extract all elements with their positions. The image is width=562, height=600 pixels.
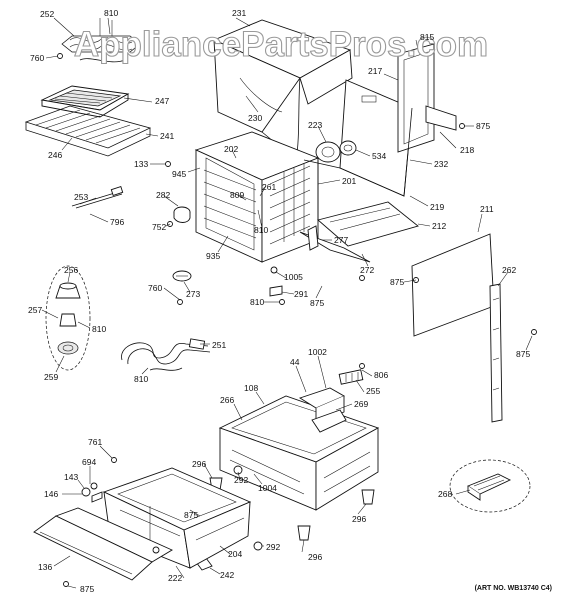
label-108[interactable]: 108: [244, 383, 258, 393]
label-268[interactable]: 268: [438, 489, 452, 499]
label-231[interactable]: 231: [232, 8, 246, 18]
label-217[interactable]: 217: [368, 66, 382, 76]
art-number: (ART NO. WB13740 C4): [475, 585, 552, 592]
burner-box-part[interactable]: [218, 387, 380, 511]
label-292-b[interactable]: 292: [266, 542, 280, 552]
label-252[interactable]: 252: [40, 9, 54, 19]
label-136[interactable]: 136: [38, 562, 52, 572]
label-269[interactable]: 269: [354, 399, 368, 409]
label-246[interactable]: 246: [48, 150, 62, 160]
label-257[interactable]: 257: [28, 305, 42, 315]
label-223[interactable]: 223: [308, 120, 322, 130]
label-875-f[interactable]: 875: [80, 584, 94, 594]
label-261[interactable]: 261: [262, 182, 276, 192]
back-panel-part[interactable]: [411, 233, 495, 337]
label-694[interactable]: 694: [82, 457, 96, 467]
label-806[interactable]: 806: [374, 370, 388, 380]
label-945[interactable]: 945: [172, 169, 186, 179]
label-296-b[interactable]: 296: [352, 514, 366, 524]
label-202[interactable]: 202: [224, 144, 238, 154]
broil-element-part[interactable]: [61, 18, 141, 63]
label-810-d[interactable]: 810: [92, 324, 106, 334]
oven-cavity-part[interactable]: [194, 131, 320, 263]
label-875-e[interactable]: 875: [184, 510, 198, 520]
leader-lines: [41, 17, 533, 589]
knob-part[interactable]: [172, 270, 192, 282]
side-panel-part[interactable]: [397, 43, 457, 153]
detail-inset-part[interactable]: [449, 459, 531, 513]
label-810-e[interactable]: 810: [134, 374, 148, 384]
label-204[interactable]: 204: [228, 549, 242, 559]
label-272[interactable]: 272: [360, 265, 374, 275]
label-296[interactable]: 296: [192, 459, 206, 469]
label-253[interactable]: 253: [74, 192, 88, 202]
drawer-front-part[interactable]: [33, 507, 173, 581]
label-809[interactable]: 809: [230, 190, 244, 200]
rear-panel-part[interactable]: [315, 79, 413, 197]
label-44[interactable]: 44: [290, 357, 300, 367]
small-fittings-part[interactable]: [57, 53, 537, 587]
label-796[interactable]: 796: [110, 217, 124, 227]
label-1002[interactable]: 1002: [308, 347, 327, 357]
label-241[interactable]: 241: [160, 131, 174, 141]
label-201[interactable]: 201: [342, 176, 356, 186]
watermark: AppliancePartsPros.com: [74, 25, 488, 64]
label-212[interactable]: 212: [432, 221, 446, 231]
label-146[interactable]: 146: [44, 489, 58, 499]
label-810[interactable]: 810: [104, 8, 118, 18]
label-760[interactable]: 760: [30, 53, 44, 63]
label-247[interactable]: 247: [155, 96, 169, 106]
leveling-leg-part[interactable]: [195, 465, 375, 571]
label-259[interactable]: 259: [44, 372, 58, 382]
label-810-b[interactable]: 810: [254, 225, 268, 235]
bake-element-part[interactable]: [121, 338, 211, 371]
broiler-pan-part[interactable]: [40, 85, 130, 118]
label-815[interactable]: 815: [420, 32, 434, 42]
label-282[interactable]: 282: [156, 190, 170, 200]
igniter-part[interactable]: [71, 186, 124, 209]
label-277[interactable]: 277: [334, 235, 348, 245]
label-810-c[interactable]: 810: [250, 297, 264, 307]
label-230[interactable]: 230: [248, 113, 262, 123]
part-number-labels: 252 810 760 247 241 246 231 230 815 217 …: [28, 8, 530, 594]
label-875[interactable]: 875: [476, 121, 490, 131]
label-875-b[interactable]: 875: [390, 277, 404, 287]
label-219[interactable]: 219: [430, 202, 444, 212]
label-1005[interactable]: 1005: [284, 272, 303, 282]
label-935[interactable]: 935: [206, 251, 220, 261]
label-292[interactable]: 292: [234, 475, 248, 485]
label-133[interactable]: 133: [134, 159, 148, 169]
label-875-d[interactable]: 875: [516, 349, 530, 359]
label-255[interactable]: 255: [366, 386, 380, 396]
label-534[interactable]: 534: [372, 151, 386, 161]
label-296-c[interactable]: 296: [308, 552, 322, 562]
label-218[interactable]: 218: [460, 145, 474, 155]
label-291[interactable]: 291: [294, 289, 308, 299]
label-232[interactable]: 232: [434, 159, 448, 169]
valve-part[interactable]: [338, 369, 364, 385]
label-1004[interactable]: 1004: [258, 483, 277, 493]
label-266[interactable]: 266: [220, 395, 234, 405]
label-222[interactable]: 222: [168, 573, 182, 583]
label-761[interactable]: 761: [88, 437, 102, 447]
label-256[interactable]: 256: [64, 265, 78, 275]
label-143[interactable]: 143: [64, 472, 78, 482]
label-273[interactable]: 273: [186, 289, 200, 299]
label-752[interactable]: 752: [152, 222, 166, 232]
label-760-b[interactable]: 760: [148, 283, 162, 293]
vertical-strip-part[interactable]: [489, 283, 503, 423]
label-242[interactable]: 242: [220, 570, 234, 580]
label-211[interactable]: 211: [480, 204, 494, 214]
sensor-part[interactable]: [173, 206, 191, 223]
label-262[interactable]: 262: [502, 265, 516, 275]
label-875-c[interactable]: 875: [310, 298, 324, 308]
oven-rack-part[interactable]: [24, 105, 152, 157]
label-251[interactable]: 251: [212, 340, 226, 350]
light-assembly-part[interactable]: [45, 265, 91, 371]
drawer-hardware-part[interactable]: [81, 482, 103, 503]
